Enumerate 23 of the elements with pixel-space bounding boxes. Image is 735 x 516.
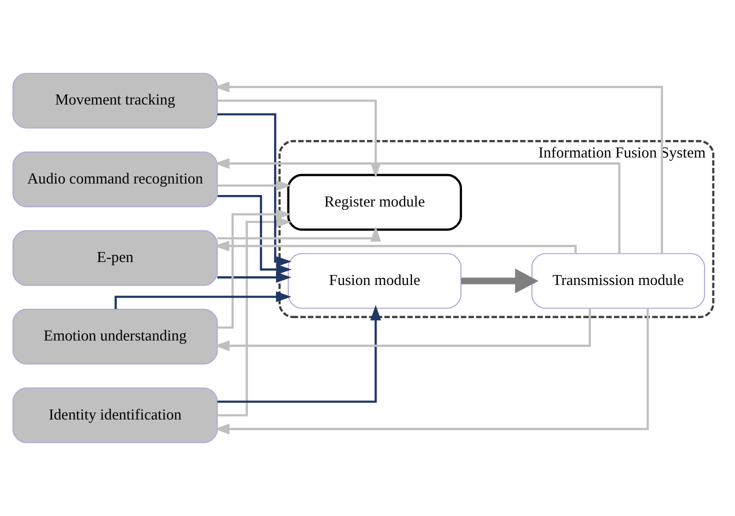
node-box: Register module	[287, 174, 462, 231]
arrow	[214, 82, 664, 254]
arrow	[218, 195, 292, 275]
arrow	[114, 291, 292, 309]
node-box: Emotion understanding	[12, 308, 218, 365]
arrow	[461, 268, 539, 294]
node-box: E-pen	[12, 230, 218, 286]
arrow	[214, 308, 591, 352]
arrow	[217, 180, 292, 191]
arrow	[217, 226, 382, 242]
node-box: Fusion module	[288, 253, 462, 309]
arrow	[214, 308, 649, 434]
arrow	[217, 113, 292, 267]
arrow	[214, 158, 620, 254]
arrow	[214, 240, 577, 254]
arrow	[217, 272, 292, 283]
node-box: Audio command recognition	[12, 151, 218, 208]
arrow	[218, 216, 292, 416]
arrow	[217, 305, 382, 403]
node-box: Movement tracking	[12, 72, 218, 129]
arrow	[218, 208, 292, 329]
node-box: Identity identification	[12, 387, 218, 444]
node-box: Transmission module	[531, 253, 706, 309]
